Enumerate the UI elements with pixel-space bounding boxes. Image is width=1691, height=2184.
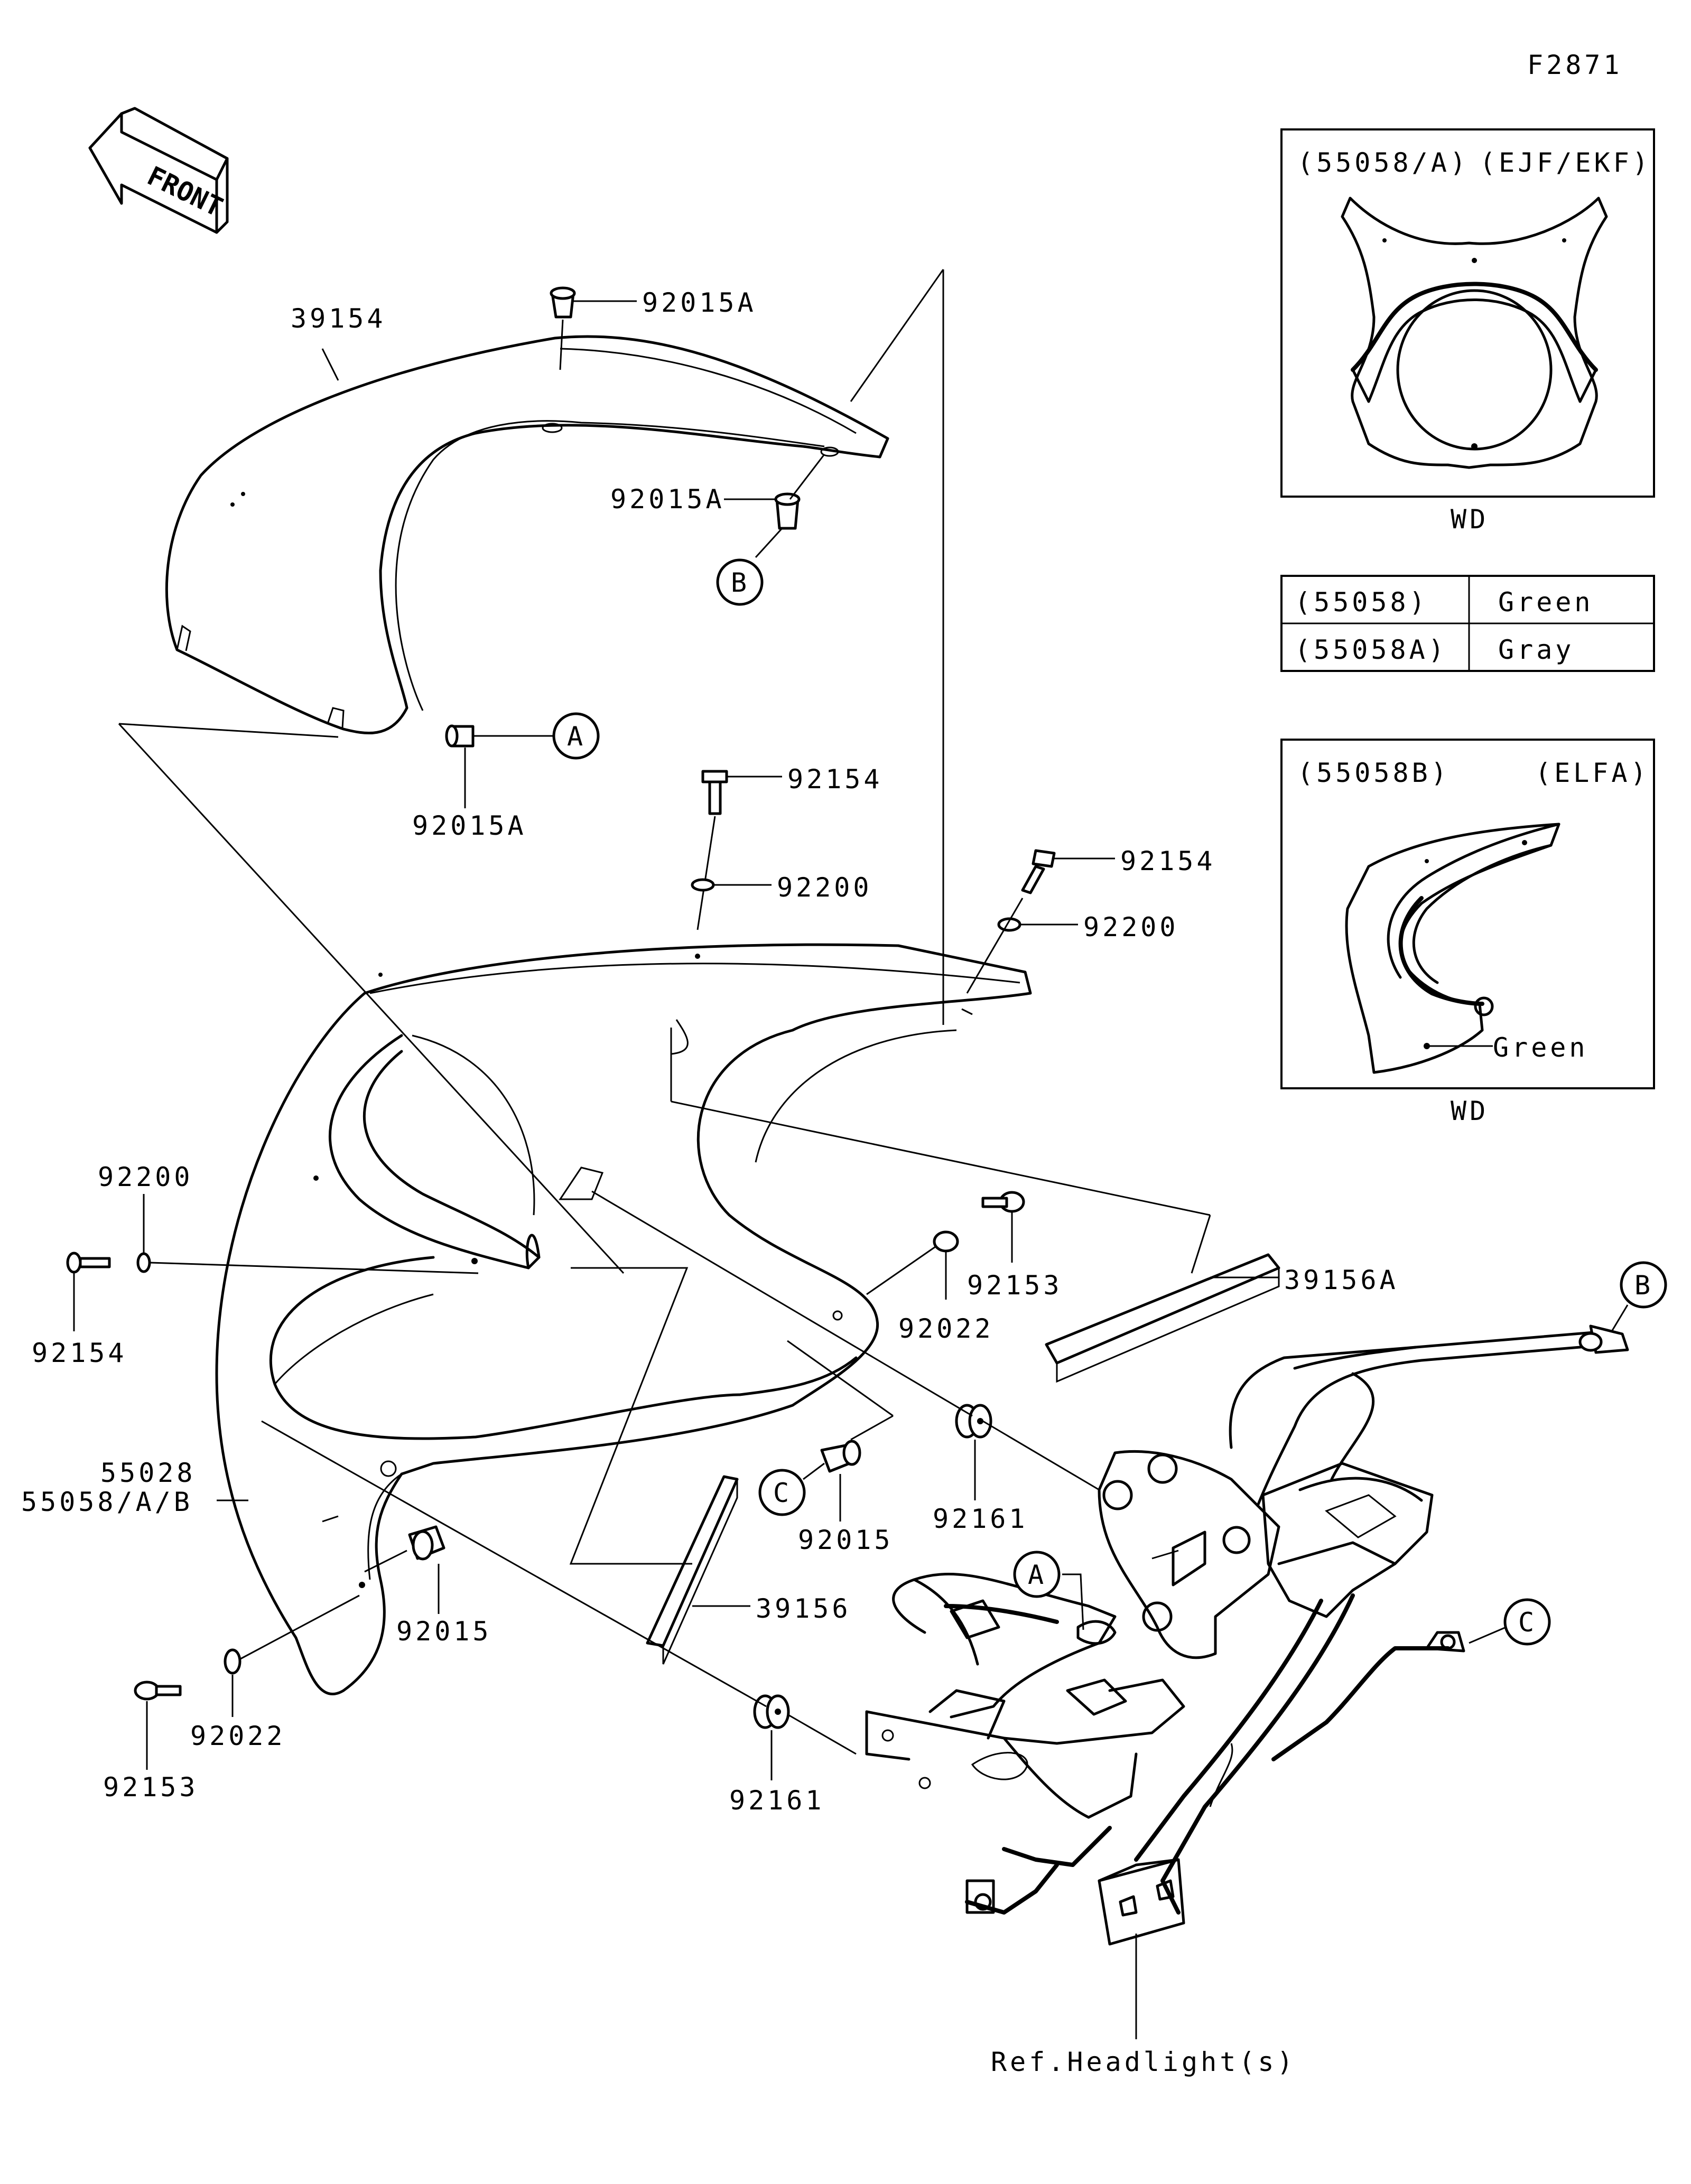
label-92015A-mid: 92015A xyxy=(610,484,725,515)
label-92154-a: 92154 xyxy=(787,764,883,795)
callout-c-right xyxy=(1503,1598,1551,1646)
label-92015A-top: 92015A xyxy=(642,287,757,318)
label-92153-right: 92153 xyxy=(967,1270,1063,1301)
inset-top-code: (55058/A) xyxy=(1297,147,1469,178)
callout-c-right-letter: C xyxy=(1518,1607,1534,1638)
label-92161-lower: 92161 xyxy=(729,1785,825,1816)
inset-bottom-color-label: Green xyxy=(1493,1032,1588,1063)
color-table: (55058) Green (55058A) Gray xyxy=(1280,575,1655,672)
color-row-1-color: Green xyxy=(1498,587,1594,618)
label-92153-left: 92153 xyxy=(103,1772,199,1803)
label-92200-a: 92200 xyxy=(777,872,872,903)
label-39156: 39156 xyxy=(756,1593,851,1624)
callout-a-top-letter: A xyxy=(567,721,583,752)
rivet-92015A-low xyxy=(445,724,475,748)
color-row-2-color: Gray xyxy=(1498,634,1574,665)
callout-c-mid xyxy=(758,1469,806,1516)
windshield-39154 xyxy=(165,335,889,735)
label-39156A: 39156A xyxy=(1284,1265,1399,1295)
screw-92153-left xyxy=(134,1681,182,1701)
label-92154-b: 92154 xyxy=(1120,846,1216,876)
label-55058AB: 55058/A/B xyxy=(21,1487,193,1517)
seal-strip-39156 xyxy=(646,1475,739,1665)
washer-92200-left xyxy=(136,1252,151,1273)
label-92200-left: 92200 xyxy=(98,1162,193,1192)
inset-bottom-code: (55058B) xyxy=(1297,758,1450,788)
color-row-1-code: (55058) xyxy=(1295,587,1428,618)
callout-b-top xyxy=(716,558,764,606)
front-arrow-icon: FRONT xyxy=(88,107,229,234)
grommet-92161-upper xyxy=(955,1404,992,1439)
label-92015A-low: 92015A xyxy=(412,810,527,841)
rivet-92015A-top xyxy=(550,286,576,319)
inset-bottom-caption: WD xyxy=(1451,1096,1489,1126)
callout-c-mid-letter: C xyxy=(773,1478,789,1508)
label-92154-left: 92154 xyxy=(32,1338,127,1368)
label-55028: 55028 xyxy=(100,1458,196,1488)
grommet-92015-low xyxy=(408,1525,445,1561)
inset-bottom-variant: (ELFA) xyxy=(1535,758,1650,788)
inset-cowl-variant: (55058B) (ELFA) Green WD xyxy=(1280,739,1655,1126)
ref-headlight-label: Ref.Headlight(s) xyxy=(991,2047,1296,2077)
label-39154: 39154 xyxy=(291,303,386,334)
screw-92153-right xyxy=(981,1191,1025,1213)
figure-id: F2871 xyxy=(1527,50,1623,80)
upper-cowl-55028 xyxy=(215,943,1032,1696)
callout-b-top-letter: B xyxy=(731,567,747,598)
grommet-92015-c xyxy=(820,1440,861,1473)
inset-top-variant: (EJF/EKF) xyxy=(1480,147,1651,178)
callout-b-right-letter: B xyxy=(1634,1270,1650,1301)
washer-92022-right xyxy=(933,1230,959,1253)
label-92022-left: 92022 xyxy=(190,1721,286,1751)
seal-strip-39156A xyxy=(1045,1253,1280,1383)
cowl-stay-bracket xyxy=(865,1324,1629,1946)
callout-b-right xyxy=(1620,1261,1667,1309)
screw-92154-a xyxy=(701,770,728,815)
screw-92154-left xyxy=(66,1252,111,1274)
rivet-92015A-mid xyxy=(774,492,801,530)
washer-92200-a xyxy=(691,878,715,892)
grommet-92161-lower xyxy=(753,1694,790,1729)
label-92161-upper: 92161 xyxy=(933,1504,1028,1534)
screw-92154-b xyxy=(1021,849,1056,894)
label-92015-low: 92015 xyxy=(396,1616,492,1647)
inset-windshield-variant: (55058/A) (EJF/EKF) WD xyxy=(1280,128,1655,535)
label-92015-c: 92015 xyxy=(798,1525,894,1555)
label-92200-b: 92200 xyxy=(1083,912,1179,942)
inset-top-caption: WD xyxy=(1451,504,1489,535)
washer-92022-left xyxy=(224,1648,241,1675)
callout-a-low xyxy=(1013,1551,1061,1598)
color-row-2-code: (55058A) xyxy=(1295,634,1447,665)
label-92022-right: 92022 xyxy=(898,1313,994,1344)
callout-a-top xyxy=(552,712,600,760)
callout-a-low-letter: A xyxy=(1028,1560,1044,1590)
